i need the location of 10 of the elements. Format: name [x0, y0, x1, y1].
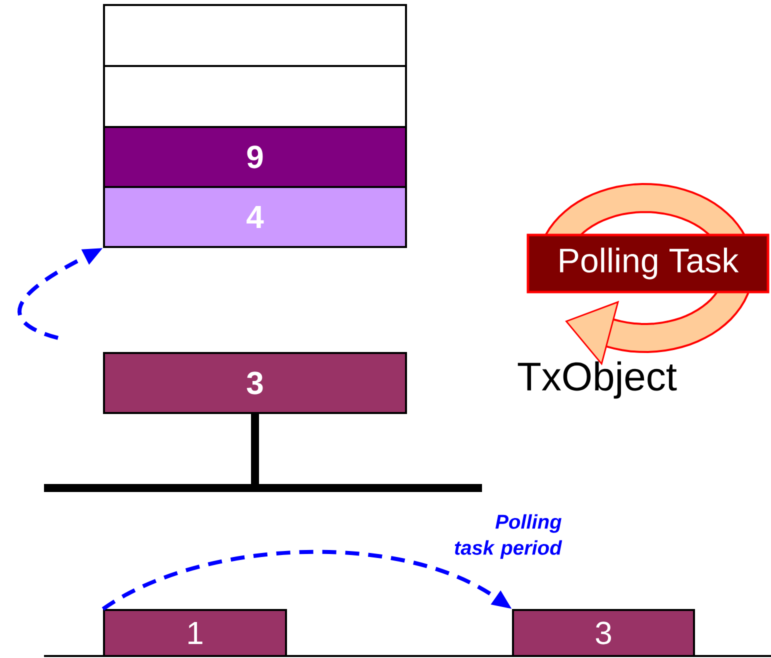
stack-slot: 9 [103, 126, 407, 188]
task-box: Polling Task [526, 234, 770, 294]
stack-slot: 4 [103, 186, 407, 248]
stack-slot [103, 4, 407, 67]
stack-slot [103, 65, 407, 128]
edge-label: Polling task period [454, 514, 562, 559]
stack-slot: 3 [103, 352, 407, 414]
object-label: TxObject [518, 361, 677, 399]
frame-box: 3 [512, 609, 695, 657]
frame-box: 1 [103, 609, 287, 657]
